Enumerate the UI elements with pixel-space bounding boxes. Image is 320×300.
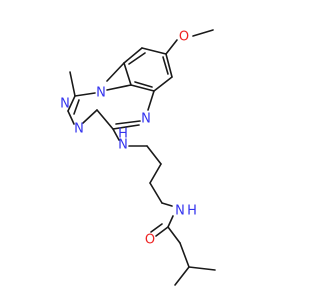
bond-34 [174, 266, 190, 286]
structure-drawing: O N N N N N H N H O [60, 29, 216, 286]
bond-20 [74, 92, 96, 97]
bond-26 [149, 163, 162, 184]
bond-5 [130, 84, 155, 92]
atom-label-n-triazole-left: N [60, 97, 70, 112]
bond-7 [165, 53, 173, 78]
molecule-diagram: O N N N N N H N H O [60, 29, 216, 286]
bond-11 [106, 62, 125, 82]
bond-14 [96, 109, 114, 130]
bond-0 [192, 29, 214, 37]
atom-label-layer: O N N N N N H N H O [60, 30, 197, 248]
atom-label-h-amine: H [118, 127, 128, 142]
bond-6 [153, 76, 173, 92]
atom-label-h-amide: H [187, 204, 197, 219]
bond-25 [146, 145, 162, 165]
bond-22 [69, 71, 76, 97]
bond-18 [67, 110, 75, 125]
bond-27 [149, 182, 163, 204]
bond-9 [134, 81, 153, 88]
bond-16 [115, 120, 141, 125]
bond-1 [165, 39, 178, 55]
bond-3 [123, 47, 143, 64]
atom-label-o-methoxy: O [179, 30, 189, 45]
bond-28 [161, 202, 173, 207]
bond-23 [112, 128, 120, 141]
bond-layer [67, 29, 216, 286]
bond-10 [162, 56, 169, 75]
bond-31 [155, 226, 169, 237]
bond-33 [179, 242, 190, 268]
atom-label-nh-amine: N [118, 138, 128, 153]
bond-17 [82, 109, 98, 124]
bond-2 [141, 47, 167, 55]
bond-21 [73, 99, 80, 115]
bond-32 [150, 223, 163, 233]
atom-label-n-ring-top: N [96, 86, 106, 101]
bond-30 [167, 226, 181, 244]
bond-35 [188, 266, 216, 271]
bond-4 [123, 62, 132, 86]
bond-19 [67, 95, 76, 112]
bond-12 [147, 90, 155, 111]
bond-29 [167, 215, 174, 228]
atom-label-o-carbonyl: O [145, 233, 155, 248]
bond-13 [112, 124, 140, 130]
bond-15 [106, 84, 132, 91]
atom-label-n-ring-bottom: N [141, 112, 151, 127]
atom-label-n-triazole-bottom: N [74, 122, 84, 137]
bond-8 [128, 52, 146, 65]
atom-label-nh-amide: N [175, 204, 185, 219]
